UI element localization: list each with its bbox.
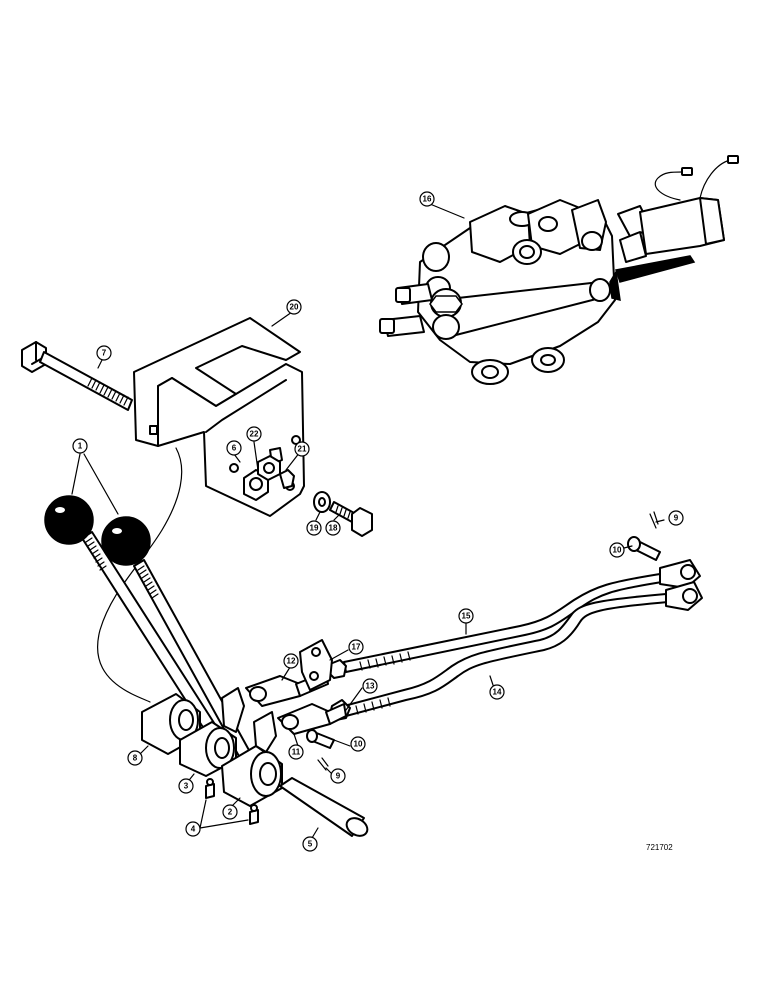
svg-text:2: 2 <box>228 808 233 817</box>
callout-14: 14 <box>489 684 505 700</box>
callout-11: 11 <box>288 744 304 760</box>
callout-16: 16 <box>419 191 435 207</box>
svg-text:5: 5 <box>308 840 313 849</box>
svg-text:8: 8 <box>133 754 138 763</box>
svg-text:9: 9 <box>674 514 679 523</box>
callout-19: 19 <box>306 520 322 536</box>
svg-text:20: 20 <box>290 303 299 312</box>
callout-8: 8 <box>127 750 143 766</box>
svg-text:13: 13 <box>366 682 375 691</box>
svg-text:19: 19 <box>310 524 319 533</box>
callout-12: 12 <box>283 653 299 669</box>
svg-text:12: 12 <box>287 657 296 666</box>
svg-text:6: 6 <box>232 444 237 453</box>
callout-18: 18 <box>325 520 341 536</box>
callout-6: 6 <box>226 440 242 456</box>
svg-text:10: 10 <box>354 740 363 749</box>
callout-13: 13 <box>362 678 378 694</box>
callout-15: 15 <box>458 608 474 624</box>
linkage-rods <box>245 511 703 771</box>
svg-text:22: 22 <box>250 430 259 439</box>
callout-21: 21 <box>294 441 310 457</box>
callout-9-lower: 9 <box>330 768 346 784</box>
callout-22: 22 <box>246 426 262 442</box>
svg-text:21: 21 <box>298 445 307 454</box>
svg-text:3: 3 <box>184 782 189 791</box>
callout-17: 17 <box>348 639 364 655</box>
mounting-bracket <box>133 317 305 517</box>
callout-5: 5 <box>302 836 318 852</box>
long-bolt <box>21 341 133 411</box>
svg-text:11: 11 <box>292 748 301 757</box>
lever-hubs <box>141 687 369 837</box>
callout-10-lower: 10 <box>350 736 366 752</box>
callout-2: 2 <box>222 804 238 820</box>
cable <box>96 447 183 703</box>
callouts: 1 2 3 4 5 6 7 8 9 9 10 10 11 12 13 14 15… <box>72 191 684 852</box>
svg-text:18: 18 <box>329 524 338 533</box>
washer-and-bolt <box>313 491 373 537</box>
svg-text:4: 4 <box>191 825 196 834</box>
callout-3: 3 <box>178 778 194 794</box>
callout-20: 20 <box>286 299 302 315</box>
control-valve <box>379 155 739 385</box>
callout-9-upper: 9 <box>668 510 684 526</box>
callout-4: 4 <box>185 821 201 837</box>
svg-text:15: 15 <box>462 612 471 621</box>
svg-text:7: 7 <box>102 349 107 358</box>
callout-10-upper: 10 <box>609 542 625 558</box>
svg-text:16: 16 <box>423 195 432 204</box>
callout-1: 1 <box>72 438 88 454</box>
callout-7: 7 <box>96 345 112 361</box>
svg-text:17: 17 <box>352 643 361 652</box>
leader-lines <box>97 203 665 839</box>
svg-text:10: 10 <box>613 546 622 555</box>
svg-text:1: 1 <box>78 442 83 451</box>
svg-text:9: 9 <box>336 772 341 781</box>
figure-code: 721702 <box>646 843 673 852</box>
svg-text:14: 14 <box>493 688 502 697</box>
